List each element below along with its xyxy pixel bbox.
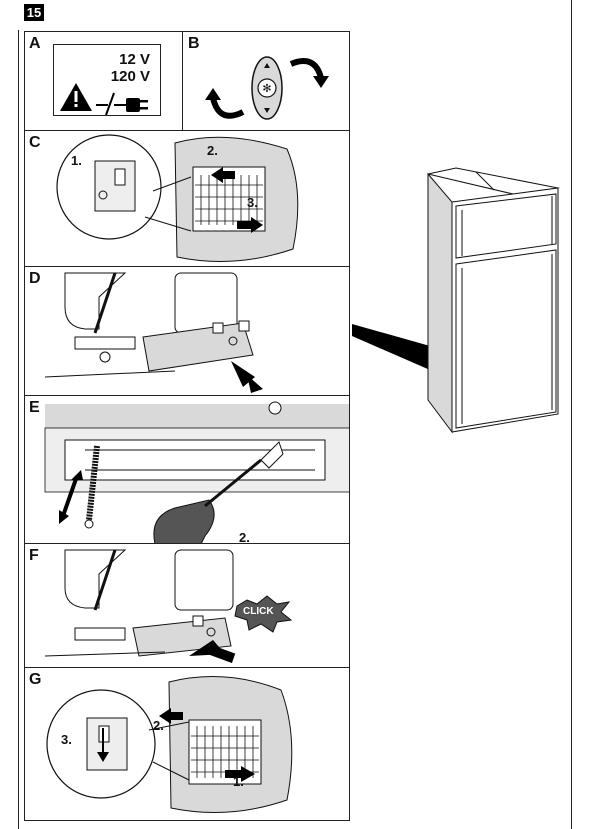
pointer-wedge [352, 324, 430, 370]
click-sound-label: CLICK [243, 606, 274, 617]
thermostat-knob-illustration: ✻ [25, 32, 349, 131]
panel-g: G 2. 3. 1. [25, 668, 349, 822]
step-1-label: 1. [233, 774, 244, 789]
burner-cover-removal-illustration [25, 267, 349, 396]
refrigerator-illustration [352, 160, 562, 440]
step-3-label: 3. [61, 732, 72, 747]
svg-text:✻: ✻ [262, 83, 271, 95]
panel-d: D [25, 267, 349, 396]
step-1-label: 1. [71, 153, 82, 168]
step-2-label: 2. [207, 143, 218, 158]
vent-cover-refit-illustration [25, 668, 349, 822]
burner-cover-refit-illustration [25, 544, 349, 668]
page-border-right [571, 0, 572, 829]
step-3-label: 3. [247, 195, 258, 210]
figure-number: 15 [24, 4, 44, 21]
step-2-label: 2. [239, 530, 250, 544]
page-border-left [18, 30, 19, 829]
vent-cover-removal-illustration [25, 131, 349, 267]
panel-e: E 1. 2. [25, 396, 349, 544]
panel-f: F CLICK [25, 544, 349, 668]
panel-a-b: A 12 V 120 V B ✻ [25, 32, 349, 131]
panel-c: C 1. 2. 3. [25, 131, 349, 267]
step-2-label: 2. [153, 718, 164, 733]
burner-cleaning-illustration [25, 396, 349, 544]
instruction-panels: A 12 V 120 V B ✻ [24, 31, 350, 821]
